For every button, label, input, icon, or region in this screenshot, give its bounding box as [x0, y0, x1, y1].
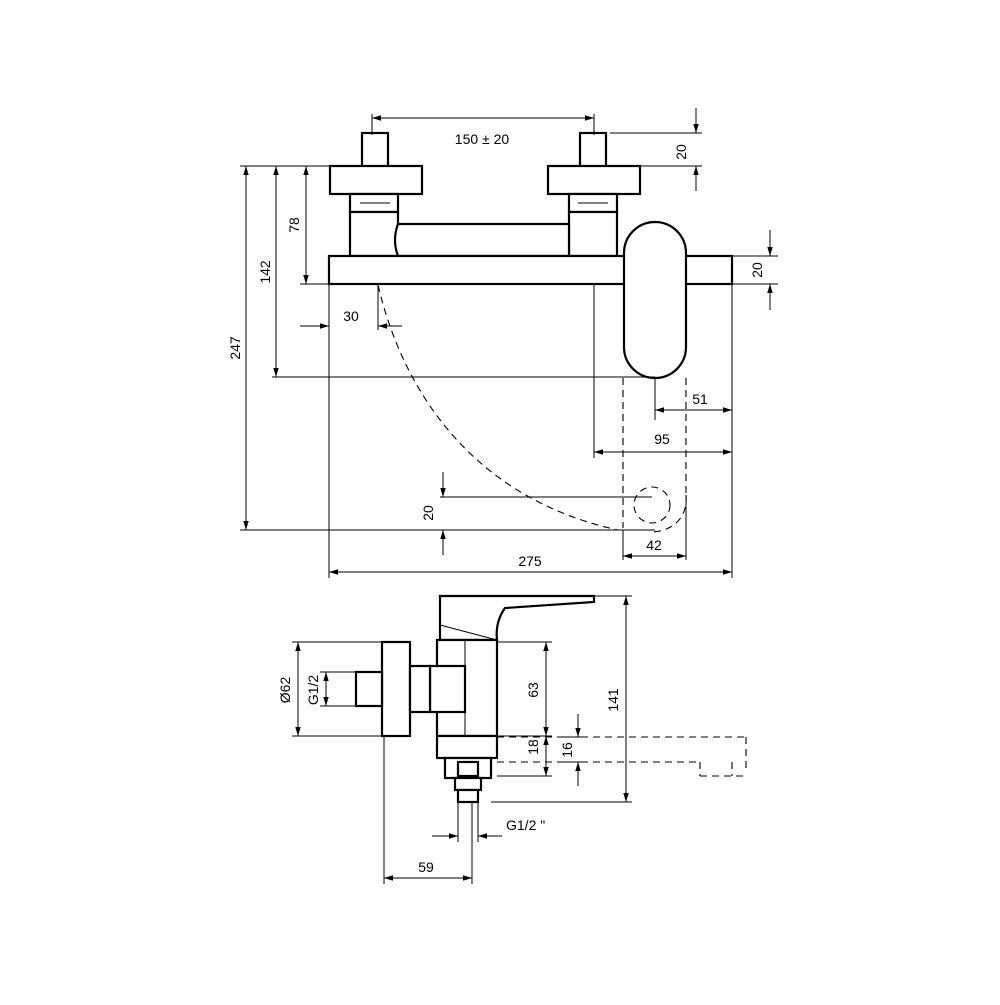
handle-lowered-outline	[633, 486, 671, 524]
side-spout-dashed	[497, 736, 747, 777]
dim-wall-offset: 30	[343, 308, 359, 324]
right-connector	[546, 131, 642, 258]
front-view: 150 ± 20 20 247 142 78 20 30 51 95 20 42…	[227, 108, 778, 578]
dim-top-nut-height: 20	[673, 144, 689, 160]
dim-handle-offset: 51	[692, 391, 708, 407]
dim-outlet-offset: 18	[525, 739, 541, 755]
left-connector	[328, 131, 424, 258]
base-bar	[327, 254, 628, 286]
dim-outlet-width: 42	[646, 537, 662, 553]
spout	[680, 254, 734, 286]
body-tube	[393, 222, 571, 258]
dim-top-spacing: 150 ± 20	[455, 131, 510, 147]
dim-handle-bottom-height: 142	[257, 260, 273, 284]
dim-projection: 59	[418, 859, 434, 875]
dim-overall-width: 275	[518, 553, 542, 569]
dim-spout-height: 20	[749, 262, 765, 278]
dim-spout-tube: 16	[559, 742, 575, 758]
escutcheon	[380, 640, 412, 738]
dim-outlet-thread: G1/2 "	[506, 817, 545, 833]
dim-outlet-height: 20	[420, 505, 436, 521]
side-nut	[428, 664, 467, 714]
dim-overall-height: 247	[227, 336, 243, 360]
dim-side-height: 141	[605, 688, 621, 712]
side-view: Ø62 G1/2 63 18 16 141 G1/2 " 59	[277, 594, 747, 884]
handle-swing-arc	[377, 284, 619, 531]
side-lever	[438, 594, 596, 642]
dim-body-depth: 63	[525, 682, 541, 698]
inlet-pipe	[354, 670, 384, 708]
dim-inlet-thread: G1/2	[305, 675, 321, 706]
lever-handle	[622, 220, 688, 380]
dim-body-height: 78	[286, 217, 302, 233]
outlet-thread	[456, 788, 480, 804]
dim-spout-reach: 95	[654, 431, 670, 447]
dim-escutcheon-diameter: Ø62	[277, 677, 293, 704]
